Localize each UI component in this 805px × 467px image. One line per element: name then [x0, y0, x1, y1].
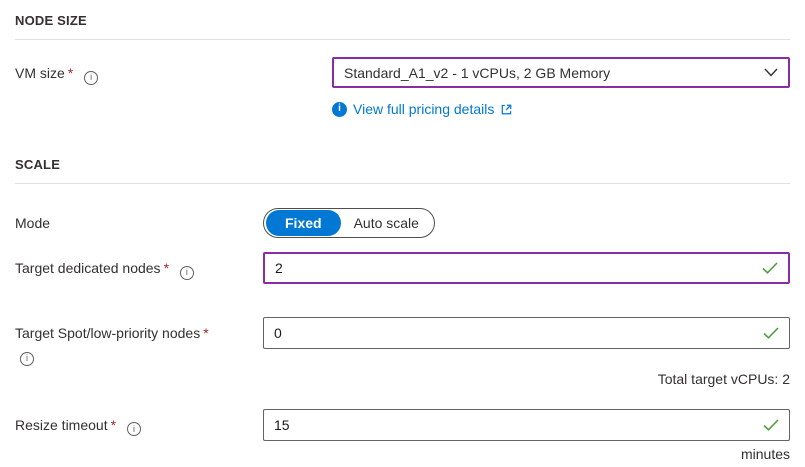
pricing-details-link[interactable]: i View full pricing details	[332, 101, 513, 117]
mode-option-fixed[interactable]: Fixed	[266, 210, 341, 236]
target-spot-nodes-input[interactable]	[264, 318, 763, 348]
section-divider	[15, 183, 790, 184]
mode-option-auto-scale[interactable]: Auto scale	[341, 210, 432, 236]
info-icon-line: i	[20, 345, 263, 366]
target-dedicated-nodes-row: Target dedicated nodes* i	[15, 252, 790, 284]
resize-timeout-unit-note: minutes	[740, 445, 790, 462]
vm-size-label: VM size* i	[15, 57, 263, 85]
target-spot-nodes-field	[263, 317, 790, 349]
resize-timeout-input-wrap	[263, 408, 790, 441]
required-asterisk: *	[67, 65, 74, 81]
info-icon-glyph: i	[90, 72, 93, 82]
section-divider	[15, 39, 790, 40]
info-icon[interactable]: i	[20, 351, 34, 366]
mode-label: Mode	[15, 215, 51, 231]
required-asterisk: *	[110, 416, 117, 433]
info-filled-icon-glyph: i	[338, 103, 341, 114]
vm-size-label-text: VM size	[15, 65, 65, 81]
mode-row: Mode Fixed Auto scale	[15, 208, 790, 238]
vm-size-selected-value: Standard_A1_v2 - 1 vCPUs, 2 GB Memory	[344, 64, 611, 81]
vm-size-dropdown[interactable]: Standard_A1_v2 - 1 vCPUs, 2 GB Memory	[332, 57, 790, 88]
resize-timeout-label-text: Resize timeout	[15, 416, 108, 433]
valid-check-icon	[763, 327, 789, 339]
target-dedicated-nodes-input-wrap	[263, 252, 790, 284]
resize-timeout-field	[263, 408, 790, 441]
vm-size-row: VM size* i Standard_A1_v2 - 1 vCPUs, 2 G…	[15, 57, 790, 117]
target-spot-nodes-label: Target Spot/low-priority nodes* i	[15, 317, 263, 366]
mode-toggle: Fixed Auto scale	[263, 208, 435, 238]
target-dedicated-nodes-field	[263, 252, 790, 284]
info-icon-glyph: i	[132, 423, 135, 434]
info-icon[interactable]: i	[126, 422, 141, 436]
target-dedicated-nodes-input[interactable]	[265, 254, 762, 282]
target-dedicated-nodes-label-text: Target dedicated nodes	[15, 260, 161, 276]
info-icon-glyph: i	[185, 267, 188, 277]
info-icon-glyph: i	[26, 353, 28, 363]
target-spot-nodes-row: Target Spot/low-priority nodes* i	[15, 317, 790, 366]
total-target-vcpus-note: Total target vCPUs: 2	[657, 370, 790, 387]
info-icon[interactable]: i	[84, 70, 99, 85]
target-dedicated-nodes-label: Target dedicated nodes* i	[15, 252, 263, 280]
target-spot-nodes-input-wrap	[263, 317, 790, 349]
chevron-down-icon	[764, 68, 778, 77]
resize-timeout-row: Resize timeout* i	[15, 408, 790, 441]
pricing-link-label: View full pricing details	[353, 101, 495, 117]
required-asterisk: *	[163, 260, 170, 276]
scale-section-header: SCALE	[15, 157, 61, 172]
resize-timeout-input[interactable]	[264, 409, 763, 440]
vm-size-field: Standard_A1_v2 - 1 vCPUs, 2 GB Memory i …	[332, 57, 790, 117]
node-size-section-header: NODE SIZE	[15, 13, 87, 28]
valid-check-icon	[762, 262, 788, 274]
valid-check-icon	[763, 418, 789, 431]
resize-timeout-label: Resize timeout* i	[15, 409, 263, 436]
info-icon[interactable]: i	[179, 265, 194, 280]
external-link-icon	[500, 103, 513, 116]
target-spot-nodes-label-text: Target Spot/low-priority nodes	[15, 325, 201, 341]
required-asterisk: *	[203, 325, 209, 341]
info-filled-icon: i	[332, 101, 347, 117]
mode-field: Fixed Auto scale	[263, 208, 790, 238]
